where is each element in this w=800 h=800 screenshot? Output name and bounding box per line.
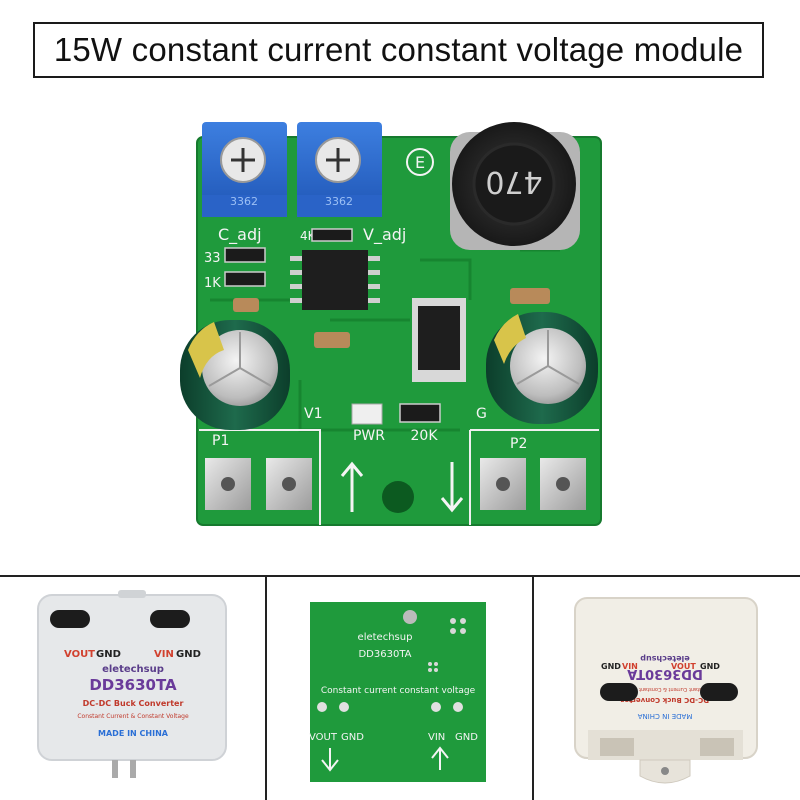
rot-vin: VIN [622, 662, 638, 671]
front-vin: VIN [154, 649, 174, 660]
front-gnd-right: GND [176, 649, 201, 660]
back-vin: VIN [428, 732, 445, 743]
pot-code-left: 3362 [230, 195, 258, 208]
label-v1: V1 [304, 406, 322, 422]
capacitor-right [486, 312, 598, 424]
back-gnd-right: GND [455, 732, 478, 743]
ic-chip [290, 250, 380, 310]
label-p2: P2 [510, 436, 527, 452]
front-model: DD3630TA [89, 676, 177, 694]
back-vout: VOUT [309, 732, 338, 743]
potentiometer-v-adj: 3362 [297, 122, 382, 217]
label-33: 33 [204, 251, 221, 266]
front-made-in: MADE IN CHINA [98, 729, 169, 738]
title-box: 15W constant current constant voltage mo… [33, 22, 764, 78]
label-g: G [476, 406, 487, 422]
pot-code-right: 3362 [325, 195, 353, 208]
label-pwr: PWR [353, 428, 385, 444]
label-v-adj: V_adj [363, 225, 406, 245]
capacitor-left [180, 320, 290, 430]
divider-vertical-2 [532, 577, 534, 800]
board-logo: E [415, 153, 425, 172]
page-title: 15W constant current constant voltage mo… [53, 31, 744, 68]
rot-vout: VOUT [671, 662, 696, 671]
divider-vertical-1 [265, 577, 267, 800]
front-desc1: DC-DC Buck Converter [83, 699, 184, 708]
rot-desc2: Constant Current & Constant Voltage [619, 686, 712, 692]
enclosure-front-photo: VOUT GND VIN GND eletechsup DD3630TA DC-… [37, 590, 227, 778]
board-back-photo: eletechsup DD3630TA Constant current con… [309, 602, 486, 782]
rot-gnd-left: GND [601, 662, 621, 671]
rot-gnd-right: GND [700, 662, 720, 671]
back-caption: Constant current constant voltage [321, 686, 476, 696]
label-p1: P1 [212, 433, 229, 449]
potentiometer-c-adj: 3362 [202, 122, 287, 217]
label-20k: 20K [411, 428, 439, 444]
front-gnd-left: GND [96, 649, 121, 660]
rot-desc1: DC-DC Buck Converter [620, 696, 709, 704]
back-model: DD3630TA [358, 649, 411, 660]
rot-model: DD3630TA [627, 666, 703, 681]
terminal-pads [205, 458, 586, 510]
back-gnd-left: GND [341, 732, 364, 743]
inductor-code: 470 [485, 164, 542, 199]
main-board-photo: 3362 3362 C_adj V_adj 33 1K 4K PWR 20K V… [180, 122, 602, 526]
inductor: 470 [450, 122, 580, 250]
back-brand: eletechsup [358, 632, 413, 643]
diode [412, 298, 466, 382]
front-brand: eletechsup [102, 664, 164, 675]
front-vout: VOUT [64, 649, 95, 660]
rot-brand: eletechsup [640, 654, 690, 663]
divider-horizontal [0, 575, 800, 577]
front-desc2: Constant Current & Constant Voltage [77, 713, 189, 720]
label-c-adj: C_adj [218, 225, 262, 245]
rot-made-in: MADE IN CHINA [637, 712, 692, 720]
enclosure-rotated-photo: MADE IN CHINA DC-DC Buck Converter Const… [574, 597, 758, 784]
label-1k: 1K [204, 276, 221, 291]
